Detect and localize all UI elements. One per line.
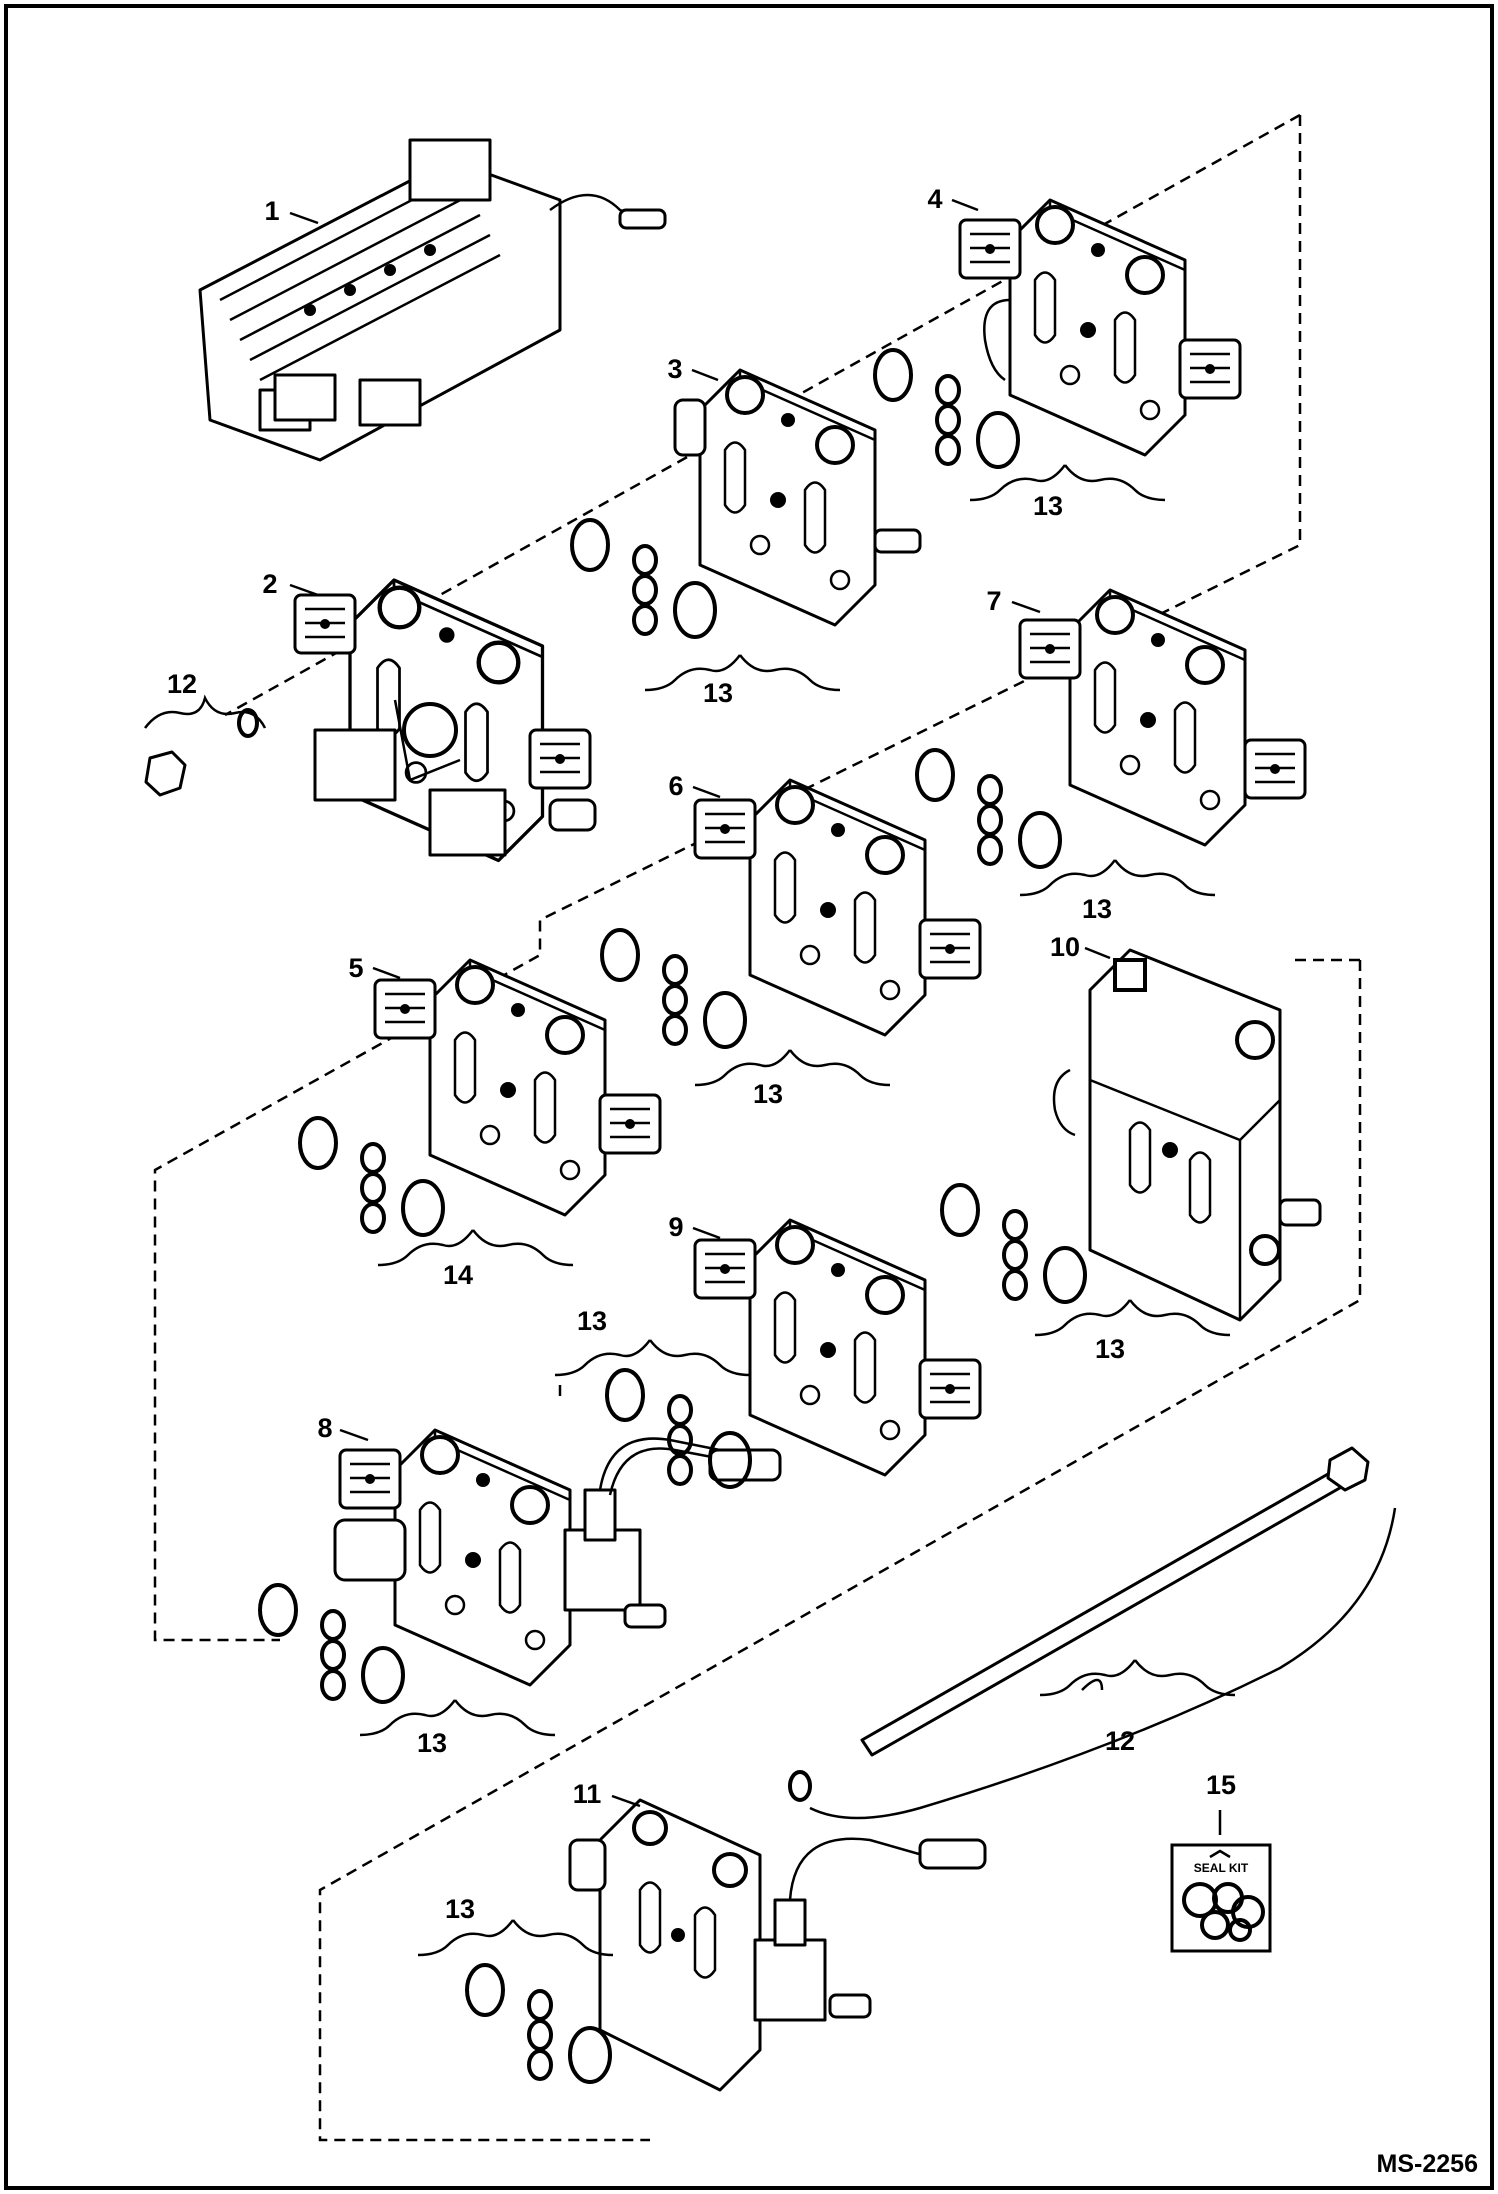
part-12-nut-washer: [144, 694, 267, 797]
part-8-valve-section: [333, 1428, 782, 1687]
part-12-tie-rod: [788, 1446, 1397, 1820]
callout-13-g: 13: [417, 1728, 447, 1758]
leader-lines: [289, 198, 1222, 1835]
part-3-valve-section: [673, 368, 922, 627]
callout-7: 7: [986, 586, 1001, 616]
callout-8: 8: [317, 1413, 332, 1443]
callout-1: 1: [264, 196, 279, 226]
callout-13-d: 13: [753, 1079, 783, 1109]
callout-10: 10: [1050, 932, 1080, 962]
diagram-code: MS-2256: [1377, 2150, 1478, 2178]
callout-2: 2: [262, 569, 277, 599]
callout-9: 9: [668, 1212, 683, 1242]
callout-5: 5: [348, 953, 363, 983]
seal-kit-label: SEAL KIT: [1194, 1861, 1249, 1875]
callout-12-rod: 12: [1105, 1726, 1135, 1756]
callout-12-nut: 12: [167, 669, 197, 699]
callout-13-h: 13: [445, 1894, 475, 1924]
callout-4: 4: [927, 184, 942, 214]
callout-13-b: 13: [703, 678, 733, 708]
callout-labels: 1 2 3 4 5 6 7 8 9 10 11 12 12 13 13 13 1…: [167, 184, 1236, 1924]
part-1-valve-assembly: [198, 138, 667, 462]
callout-15: 15: [1206, 1770, 1236, 1800]
seal-kit-bag: SEAL KIT: [1170, 1843, 1272, 1953]
callout-13-a: 13: [1033, 491, 1063, 521]
callout-14: 14: [443, 1260, 473, 1290]
border-frame: [4, 4, 1494, 2190]
part-5-valve-section: [373, 958, 662, 1217]
part-4-valve-section: [958, 198, 1242, 457]
part-11-valve-section: [568, 1798, 987, 2092]
part-2-valve-section: [293, 580, 597, 861]
part-7-valve-section: [1018, 588, 1307, 847]
callout-6: 6: [668, 771, 683, 801]
callout-13-e: 13: [577, 1306, 607, 1336]
callout-13-f: 13: [1095, 1334, 1125, 1364]
callout-13-c: 13: [1082, 894, 1112, 924]
part-10-valve-section: [1052, 948, 1322, 1322]
callout-3: 3: [667, 354, 682, 384]
callout-11: 11: [573, 1779, 602, 1809]
